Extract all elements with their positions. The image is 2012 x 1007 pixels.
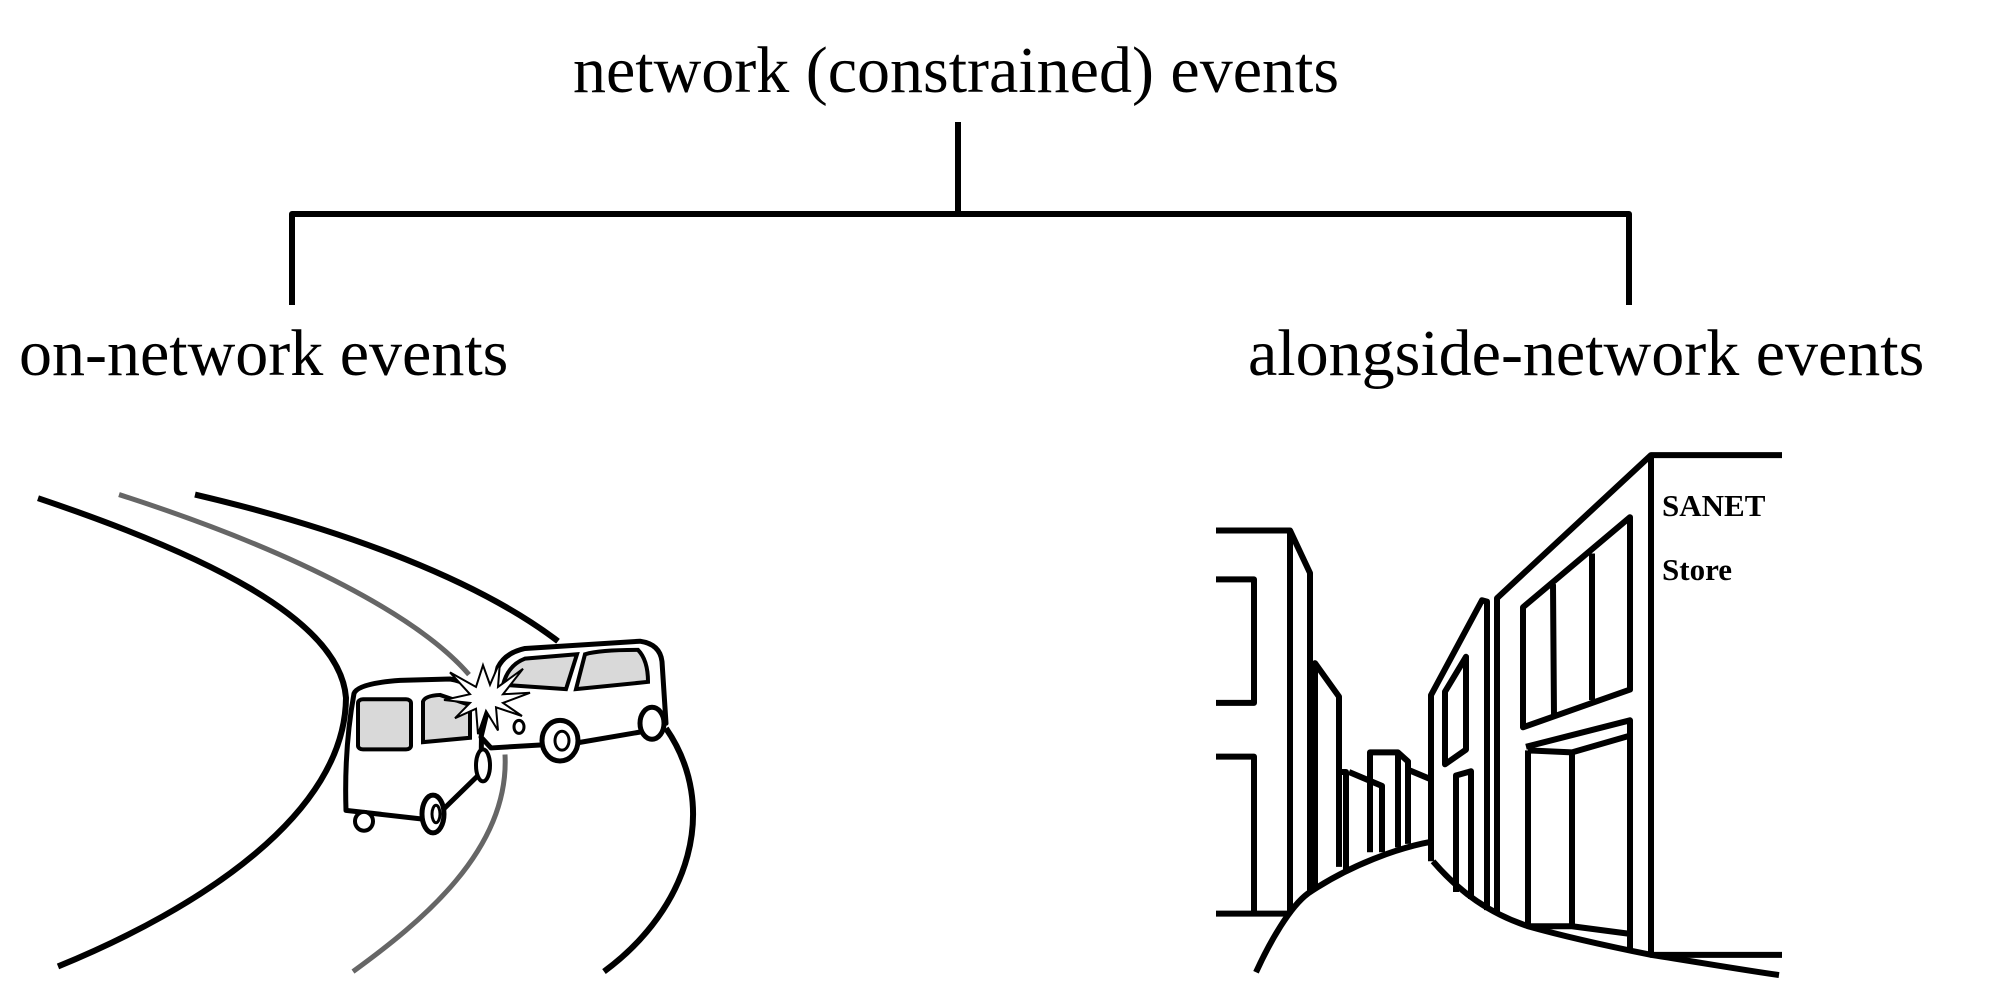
street-buildings-illustration: SANET Store xyxy=(1216,455,1782,975)
lane-line xyxy=(119,495,469,675)
store-sign-line2: Store xyxy=(1662,552,1732,587)
collision-burst-icon xyxy=(444,662,530,735)
car-side-view-icon xyxy=(481,641,666,761)
street-edge-left xyxy=(1256,842,1431,973)
upper-window xyxy=(1523,517,1630,727)
road-edge-left xyxy=(38,498,346,966)
car-rear-view-icon xyxy=(346,679,490,833)
tree-connector xyxy=(289,122,1632,305)
car-crash-illustration xyxy=(38,495,693,972)
on-network-label: on-network events xyxy=(19,317,508,390)
street-edge-right xyxy=(1433,861,1779,975)
road-edge-right xyxy=(195,495,558,642)
store-entrance xyxy=(1526,720,1630,949)
store-sign-line1: SANET xyxy=(1662,488,1766,523)
alongside-network-label: alongside-network events xyxy=(1248,317,1924,390)
diagram-title: network (constrained) events xyxy=(573,34,1339,107)
